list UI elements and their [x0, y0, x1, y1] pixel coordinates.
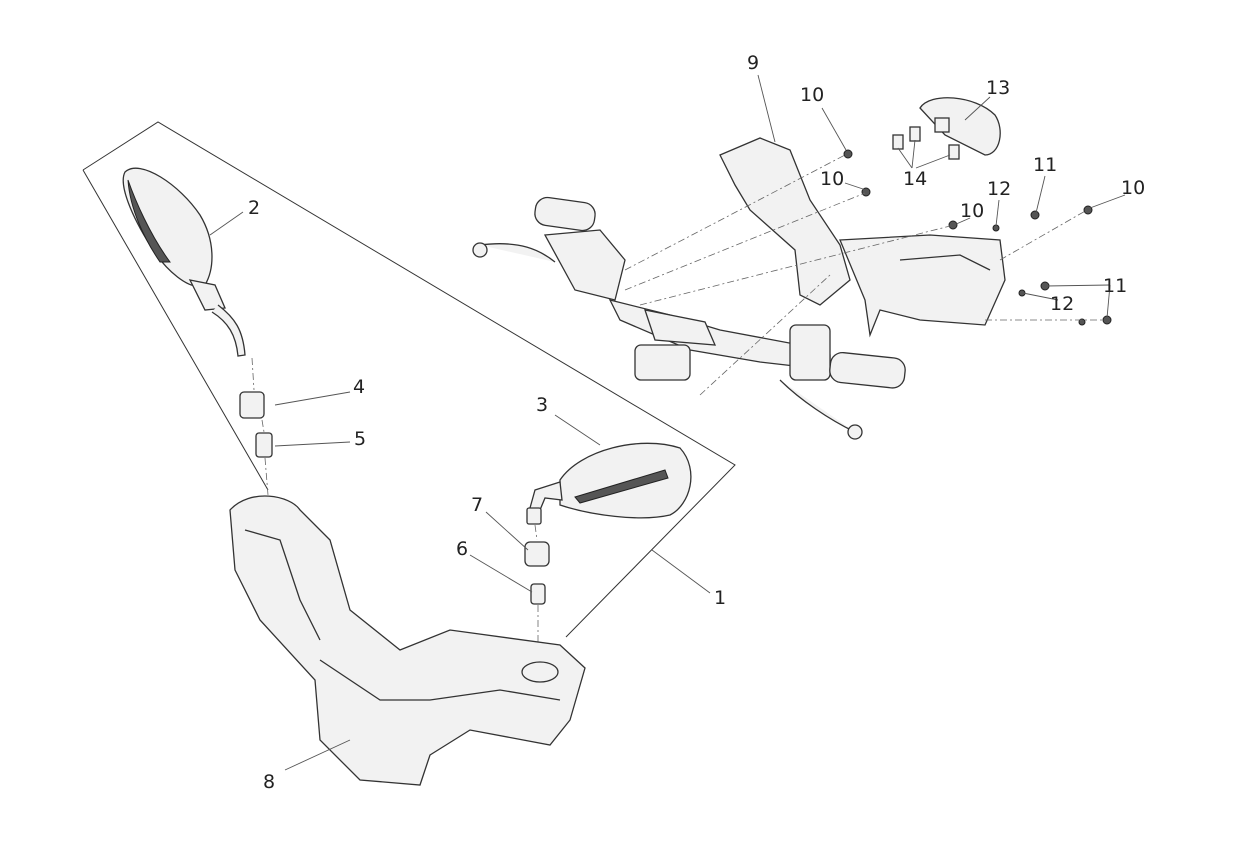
- callout-11a: 11: [1033, 154, 1057, 176]
- callout-4: 4: [353, 376, 365, 398]
- handlebar-rear-cover: [719, 137, 1006, 338]
- callout-12a: 12: [987, 178, 1011, 200]
- callout-14: 14: [903, 168, 927, 190]
- callout-10b: 10: [820, 168, 844, 190]
- callout-5: 5: [354, 428, 366, 450]
- callout-12b: 12: [1050, 293, 1074, 315]
- callout-1: 1: [714, 587, 726, 609]
- screws: [843, 149, 1112, 326]
- callout-10a: 10: [800, 84, 824, 106]
- callout-8: 8: [263, 771, 275, 793]
- left-mirror: [122, 167, 273, 458]
- handlebar-front-cover: [229, 495, 586, 786]
- right-mirror: [524, 442, 692, 605]
- callout-7: 7: [471, 494, 483, 516]
- kit-outline-left: [82, 169, 269, 491]
- callout-2: 2: [248, 197, 260, 219]
- callout-6: 6: [456, 538, 468, 560]
- callout-11b: 11: [1103, 275, 1127, 297]
- callout-9: 9: [747, 52, 759, 74]
- callout-3: 3: [536, 394, 548, 416]
- callout-10d: 10: [1121, 177, 1145, 199]
- kit-outline: [82, 121, 736, 638]
- switch-cover: [919, 97, 1001, 156]
- handlebar-and-controls: [472, 196, 906, 440]
- callout-13: 13: [986, 77, 1010, 99]
- callout-10c: 10: [960, 200, 984, 222]
